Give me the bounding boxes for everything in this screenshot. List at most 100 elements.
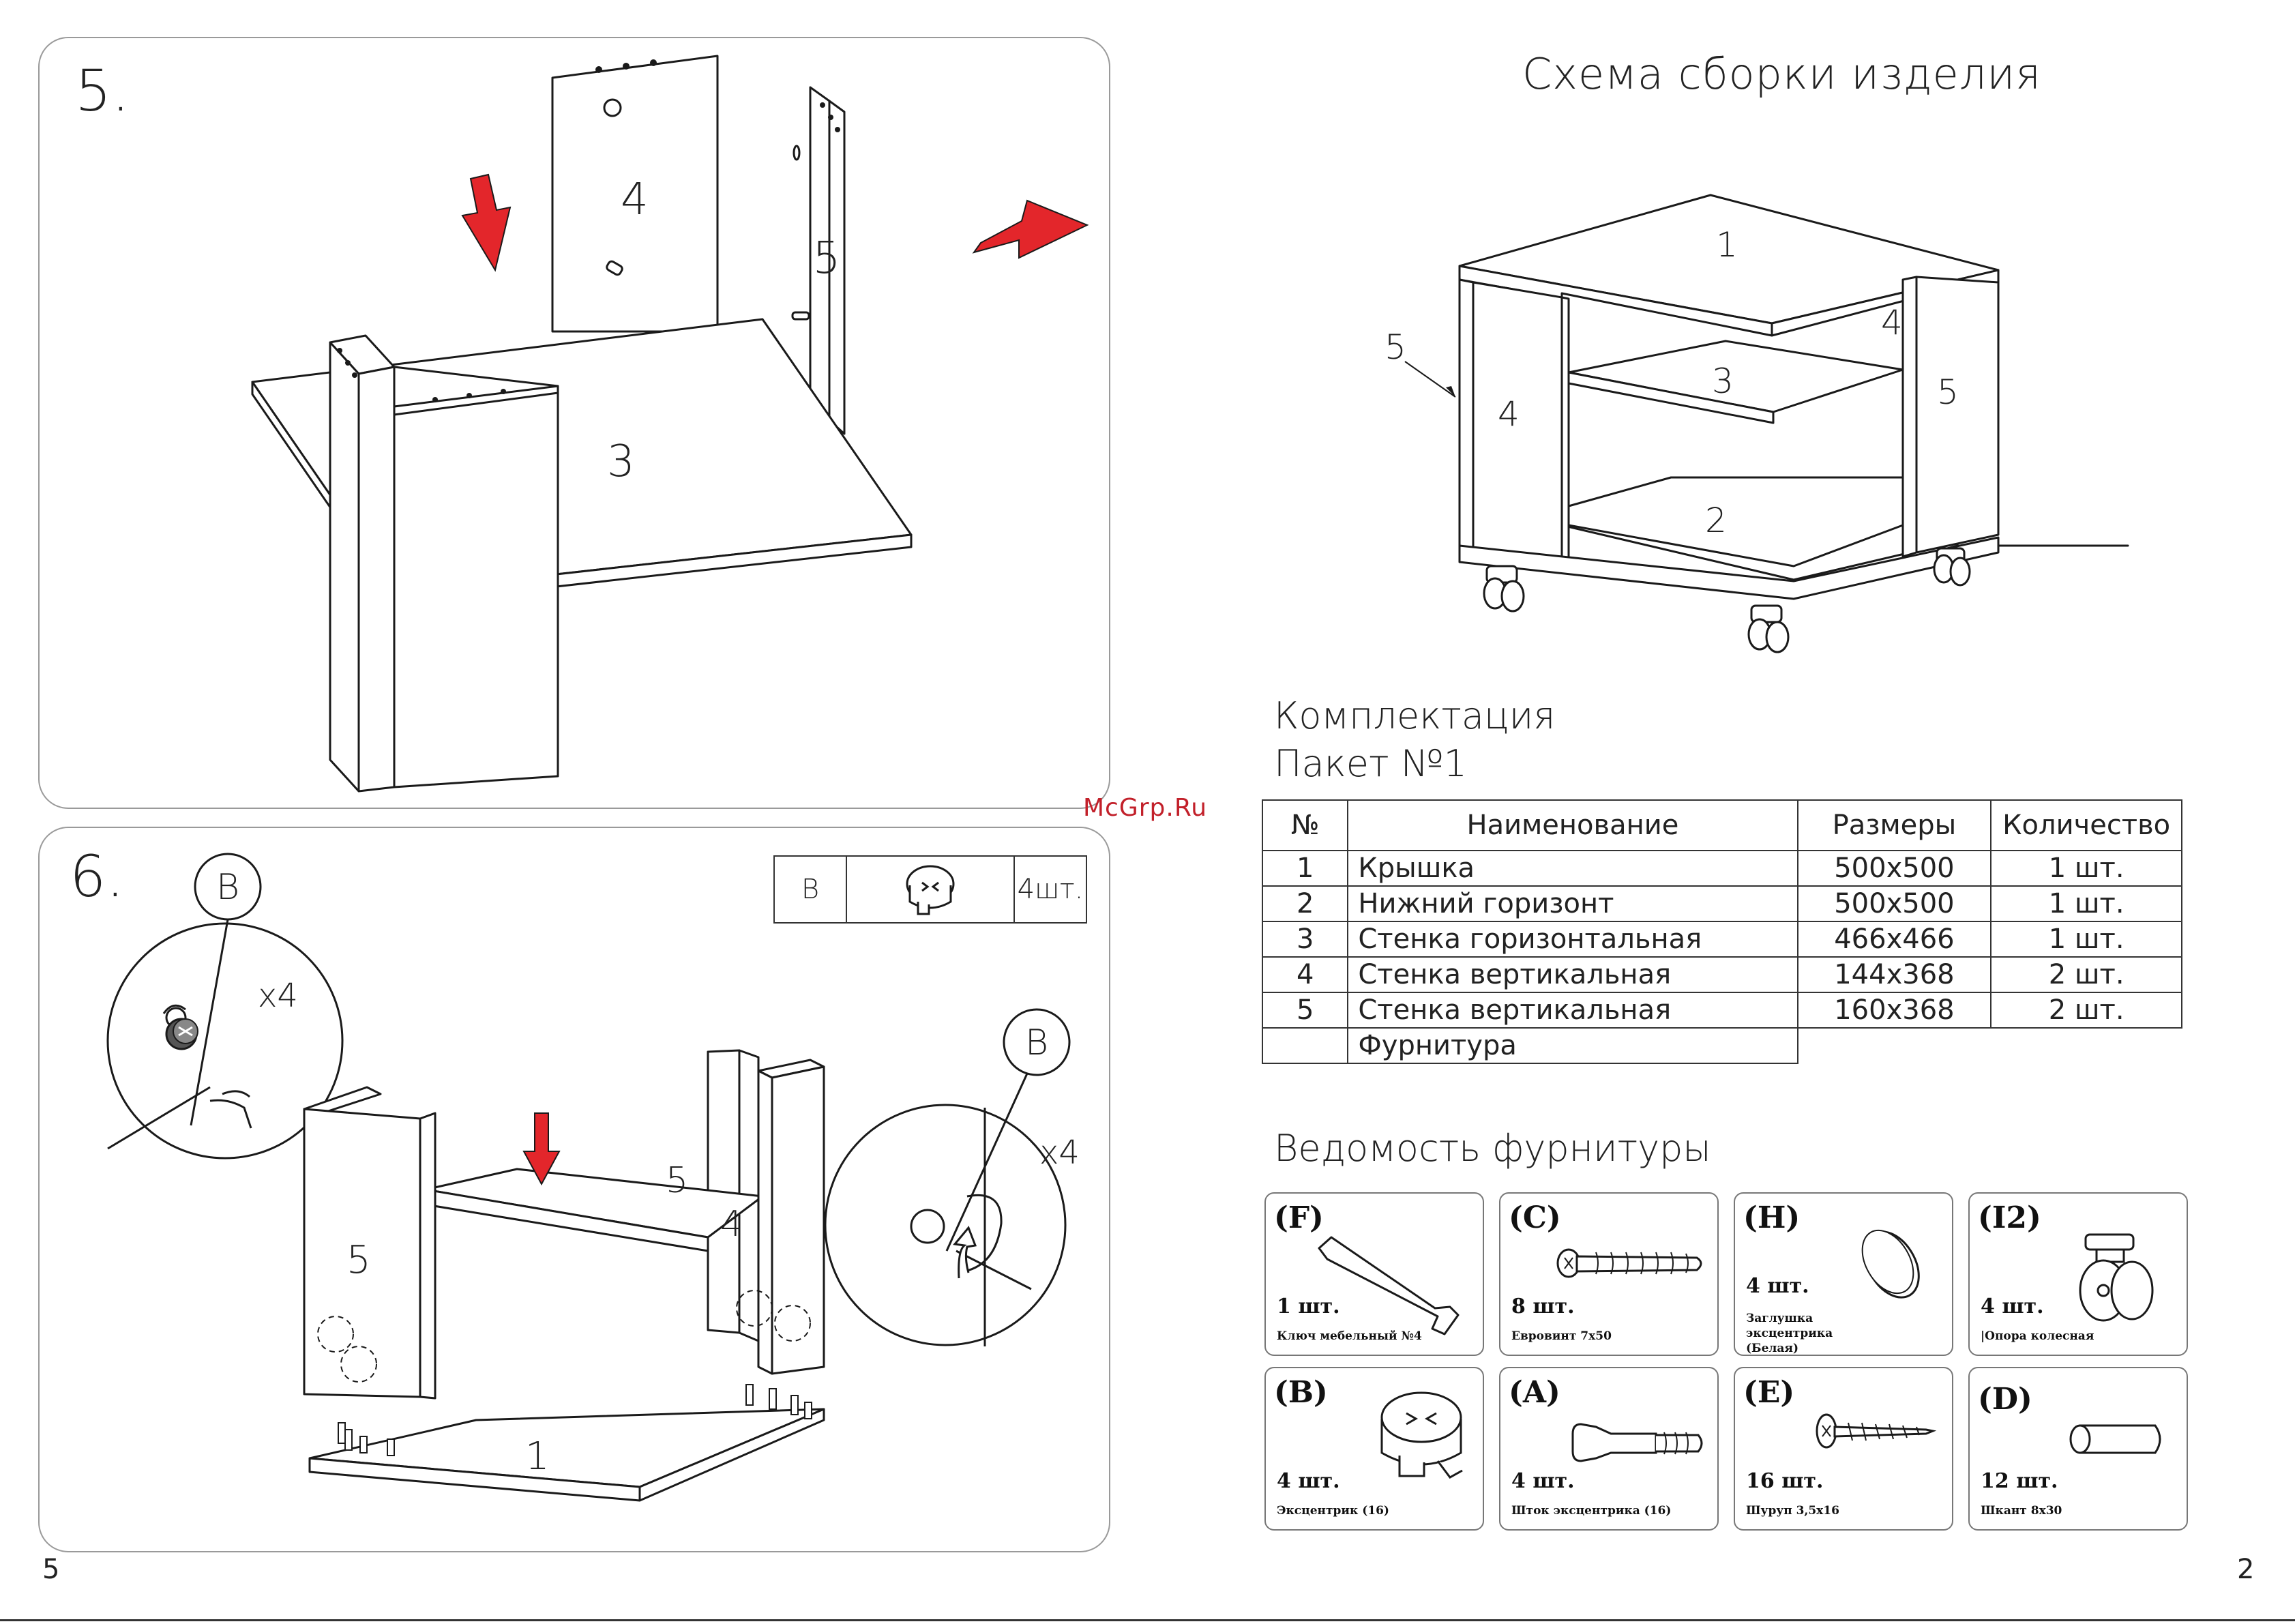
hardware-name: Заглушка эксцентрика (Белая) (1746, 1312, 1833, 1355)
step-6-left-callout-letter: B (216, 867, 239, 908)
hardware-code: (C) (1509, 1200, 1561, 1235)
hardware-code: (B) (1274, 1375, 1328, 1410)
step-6-drawing: B x4 B x4 (106, 853, 1080, 1502)
hardware-name: Евровинт 7x50 (1511, 1329, 1612, 1343)
hardware-heading: Ведомость фурнитуры (1274, 1127, 1711, 1170)
table-row: 5 Стенка вертикальная 160x368 2 шт. (1261, 992, 2182, 1029)
kit-col-qty: Количество (1990, 799, 2182, 851)
table-row: 4 Стенка вертикальная 144x368 2 шт. (1261, 956, 2182, 993)
hardware-card-e: (E) 16 шт. Шуруп 3,5x16 (1734, 1367, 1953, 1531)
assembly-label-1: 1 (1716, 225, 1738, 265)
hardware-qty: 4 шт. (1277, 1469, 1340, 1493)
kit-cell-size: 500x500 (1796, 850, 1992, 887)
assembly-label-5-left: 5 (1385, 327, 1406, 367)
table-row: 2 Нижний горизонт 500x500 1 шт. (1261, 885, 2182, 922)
eccentric-cap-icon (1861, 1229, 1920, 1299)
hardware-qty: 8 шт. (1511, 1295, 1575, 1318)
step-6-label-1: 1 (525, 1434, 550, 1479)
kit-table: № Наименование Размеры Количество 1 Крыш… (1261, 799, 2182, 1064)
hardware-card-i2: (I2) 4 шт. |Опора колесная (1968, 1192, 2188, 1356)
kit-cell-name: Стенка вертикальная (1347, 992, 1798, 1029)
kit-col-size: Размеры (1796, 799, 1992, 851)
wood-screw-icon (1816, 1413, 1937, 1449)
hardware-card-a: (A) 4 шт. Шток эксцентрика (16) (1499, 1367, 1719, 1531)
kit-heading: Комплектация (1274, 694, 1556, 737)
step-5-number: 5. (75, 57, 130, 124)
kit-cell-num: 4 (1261, 956, 1349, 993)
step-6-right-multiplier: x4 (1039, 1134, 1080, 1172)
kit-cell-qty: 1 шт. (1990, 885, 2182, 922)
step-6-hardware-box: B 4шт. (773, 855, 1087, 924)
kit-cell-blank (1991, 1028, 2182, 1063)
hardware-code: (H) (1743, 1200, 1801, 1235)
hardware-qty: 4 шт. (1981, 1295, 2044, 1318)
hardware-name: Ключ мебельный №4 (1277, 1329, 1422, 1343)
hardware-card-h: (H) 4 шт. Заглушка эксцентрика (Белая) (1734, 1192, 1953, 1356)
kit-table-header: № Наименование Размеры Количество (1261, 799, 2182, 851)
kit-cell-name: Стенка вертикальная (1347, 956, 1798, 993)
kit-package: Пакет №1 (1274, 742, 1468, 785)
assembly-diagram: 1 4 3 5 5 4 2 (1385, 194, 2129, 653)
kit-cell-num: 1 (1261, 850, 1349, 887)
step-5-label-3: 3 (607, 437, 635, 487)
hardware-box-qty: 4шт. (1017, 874, 1084, 905)
kit-cell-num: 3 (1261, 921, 1349, 958)
kit-col-name: Наименование (1347, 799, 1798, 851)
hardware-card-f: (F) 1 шт. Ключ мебельный №4 (1264, 1192, 1484, 1356)
kit-cell-hardware: Фурнитура (1347, 1027, 1798, 1064)
hardware-qty: 1 шт. (1277, 1295, 1340, 1318)
step-6-label-4: 4 (720, 1204, 743, 1245)
hardware-name: |Опора колесная (1981, 1329, 2094, 1343)
assembly-label-2: 2 (1705, 501, 1727, 540)
hardware-name: Шкант 8x30 (1981, 1504, 2062, 1518)
eccentric-icon (1380, 1391, 1463, 1479)
hardware-qty: 4 шт. (1511, 1469, 1575, 1493)
step-5-drawing: 4 5 3 (251, 55, 1089, 793)
page-number-left: 5 (42, 1554, 60, 1585)
hardware-box-icon (847, 857, 1015, 922)
kit-cell-num: 2 (1261, 885, 1349, 922)
step-5-panel: 5. (38, 37, 1110, 809)
kit-cell-size: 466x466 (1796, 921, 1992, 958)
hardware-qty: 4 шт. (1746, 1274, 1809, 1298)
table-row: Фурнитура (1261, 1027, 2182, 1064)
kit-col-num: № (1261, 799, 1349, 851)
hardware-qty: 16 шт. (1746, 1469, 1824, 1493)
assembly-label-4-left: 4 (1498, 394, 1520, 434)
page-number-right: 2 (2237, 1554, 2255, 1585)
hardware-code: (A) (1509, 1375, 1560, 1410)
assembly-label-3: 3 (1712, 361, 1734, 401)
kit-cell-size: 144x368 (1796, 956, 1992, 993)
assembly-title: Схема сборки изделия (1522, 49, 2041, 99)
watermark: McGrp.Ru (1083, 794, 1208, 822)
table-row: 3 Стенка горизонтальная 466x466 1 шт. (1261, 921, 2182, 958)
bottom-rule (0, 1619, 2295, 1621)
hardware-code: (F) (1274, 1200, 1324, 1235)
hardware-name: Эксцентрик (16) (1277, 1504, 1389, 1518)
dowel-icon (2069, 1424, 2161, 1454)
kit-cell-size: 160x368 (1796, 992, 1992, 1029)
hardware-qty: 12 шт. (1981, 1469, 2058, 1493)
euro-screw-icon (1556, 1248, 1702, 1278)
hex-key-icon (1318, 1236, 1460, 1335)
step-5-label-5: 5 (813, 233, 841, 284)
step-6-label-5-left: 5 (346, 1238, 371, 1282)
assembly-label-5-right: 5 (1937, 372, 1959, 412)
step-6-left-multiplier: x4 (258, 977, 298, 1015)
table-row: 1 Крышка 500x500 1 шт. (1261, 850, 2182, 887)
hardware-card-b: (B) 4 шт. Эксцентрик (16) (1264, 1367, 1484, 1531)
kit-cell-num: 5 (1261, 992, 1349, 1029)
hardware-card-c: (C) 8 шт. Евровинт 7x50 (1499, 1192, 1719, 1356)
hardware-code: (E) (1743, 1375, 1795, 1410)
kit-cell-num-empty (1261, 1027, 1349, 1064)
hardware-code: (D) (1978, 1382, 2032, 1417)
kit-cell-qty: 2 шт. (1990, 992, 2182, 1029)
kit-cell-qty: 1 шт. (1990, 850, 2182, 887)
kit-cell-size: 500x500 (1796, 885, 1992, 922)
hardware-name: Шуруп 3,5x16 (1746, 1504, 1839, 1518)
kit-cell-qty: 2 шт. (1990, 956, 2182, 993)
step-6-right-callout-letter: B (1025, 1022, 1048, 1063)
kit-cell-blank (1798, 1028, 1992, 1063)
kit-cell-qty: 1 шт. (1990, 921, 2182, 958)
hardware-code: (I2) (1978, 1200, 2041, 1235)
